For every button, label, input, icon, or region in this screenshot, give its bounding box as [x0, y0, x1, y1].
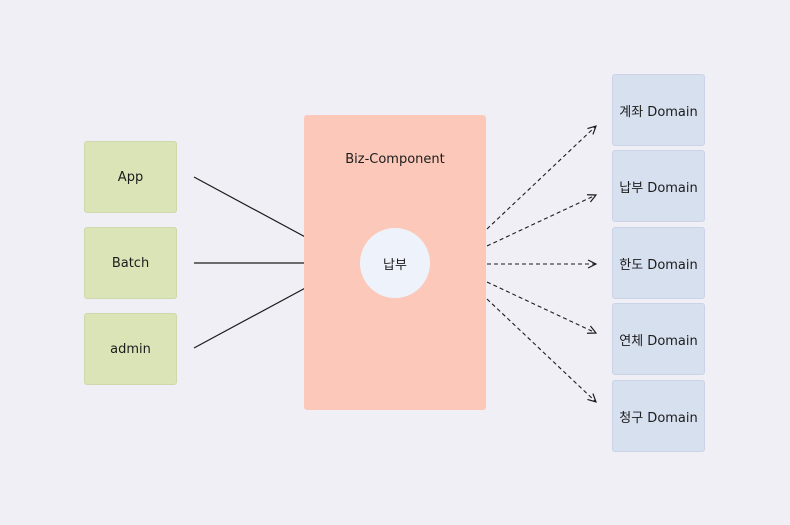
arrow-biz-to-domain-5: [486, 298, 596, 402]
arrow-biz-to-domain-2: [486, 195, 596, 247]
core-payment-circle: 납부: [360, 228, 430, 298]
source-batch-label: Batch: [111, 255, 150, 271]
domain-billing-box: 청구 Domain: [612, 380, 705, 452]
arrow-admin-to-biz: [193, 279, 322, 349]
domain-account-box: 계좌 Domain: [612, 74, 705, 146]
arrow-biz-to-domain-4: [486, 281, 596, 333]
biz-component-box: Biz-Component 납부: [304, 115, 486, 410]
domain-billing-label: 청구 Domain: [619, 410, 698, 426]
domain-account-label: 계좌 Domain: [619, 104, 698, 120]
source-app-box: App: [84, 141, 177, 213]
domain-overdue-label: 연체 Domain: [619, 333, 698, 349]
source-admin-box: admin: [84, 313, 177, 385]
source-app-label: App: [117, 169, 144, 185]
biz-component-title: Biz-Component: [345, 152, 445, 167]
domain-limit-label: 한도 Domain: [619, 257, 698, 273]
arrow-app-to-biz: [193, 176, 322, 246]
domain-overdue-box: 연체 Domain: [612, 303, 705, 375]
domain-payment-box: 납부 Domain: [612, 150, 705, 222]
source-admin-label: admin: [110, 341, 151, 357]
source-batch-box: Batch: [84, 227, 177, 299]
core-payment-label: 납부: [383, 257, 407, 273]
domain-limit-box: 한도 Domain: [612, 227, 705, 299]
arrow-biz-to-domain-1: [486, 126, 596, 230]
domain-payment-label: 납부 Domain: [619, 180, 698, 196]
